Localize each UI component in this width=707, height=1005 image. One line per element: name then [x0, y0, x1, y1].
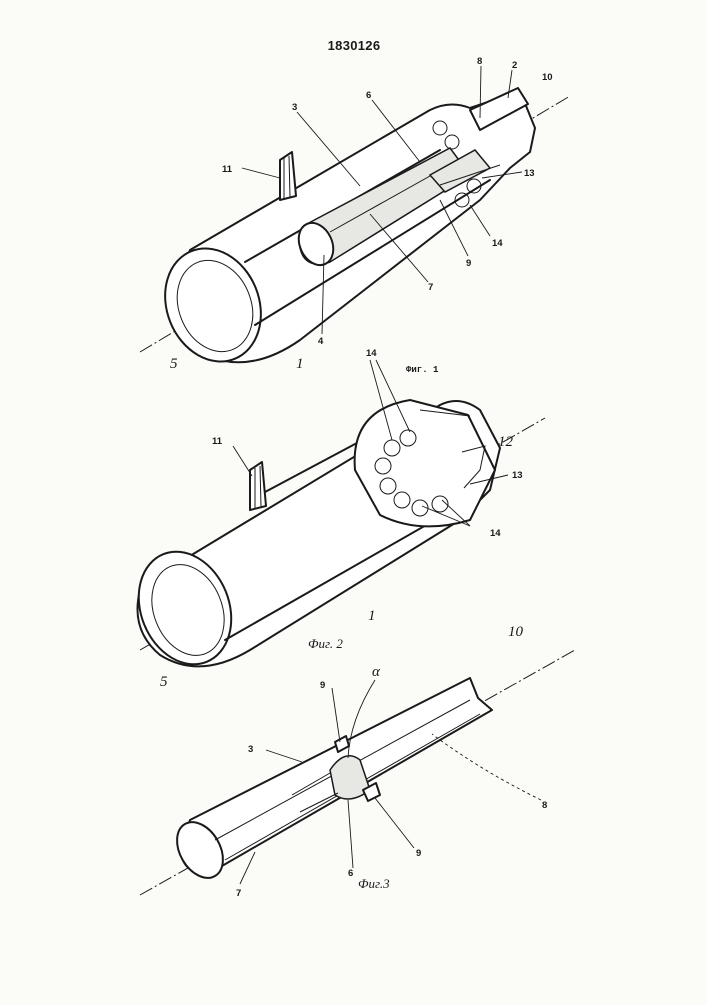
- fitting-11: [280, 152, 296, 200]
- fig3-label-9-bottom: 9: [416, 848, 421, 859]
- fig3-leader-9-bottom: [375, 798, 414, 848]
- fig1-label-2: 2: [512, 60, 517, 71]
- fig2-caption: Фиг. 2: [308, 636, 343, 651]
- fig3-leader-9-top: [332, 688, 340, 742]
- fig3-label-9-top: 9: [320, 680, 325, 691]
- document-number: 1830126: [309, 38, 399, 53]
- fig2-label-13: 13: [512, 470, 523, 481]
- fig3-label-alpha: α: [372, 664, 381, 680]
- fig1-label-7: 7: [428, 282, 433, 293]
- fig2-label-12: 12: [498, 434, 514, 450]
- fig2-fitting-11: [250, 462, 266, 510]
- fig1-label-6: 6: [366, 90, 371, 101]
- fig3-label-6: 6: [348, 868, 353, 879]
- figure-1: 11 3 6 8 2 10 13 14 9 7 4 5 1 Фиг. 1: [140, 56, 570, 376]
- fig3-leader-8: [432, 734, 541, 800]
- fig1-label-8: 8: [477, 56, 482, 67]
- fig2-label-14-bottom: 14: [490, 528, 501, 539]
- fig2-label-11: 11: [212, 436, 223, 447]
- fig2-label-14-top: 14: [366, 348, 377, 359]
- fig3-leader-6: [348, 800, 353, 868]
- fig1-label-1: 1: [296, 356, 304, 372]
- fig1-label-4: 4: [318, 336, 324, 347]
- fig3-leader-7: [240, 852, 255, 884]
- leader-11: [242, 168, 280, 178]
- fig1-caption: Фиг. 1: [406, 365, 439, 375]
- fig3-label-8: 8: [542, 800, 547, 811]
- figure-2: 11 14 12 13 14 1 5 Фиг. 2: [122, 348, 545, 690]
- fig3-caption: Фиг.3: [358, 876, 390, 891]
- fig1-label-9: 9: [466, 258, 471, 269]
- fig2-leader-11: [233, 446, 252, 476]
- fig1-label-14: 14: [492, 238, 503, 249]
- fig1-label-3: 3: [292, 102, 297, 113]
- fig1-label-10: 10: [542, 72, 553, 83]
- fig3-label-7: 7: [236, 888, 241, 899]
- fig2-label-1: 1: [368, 608, 376, 624]
- fig3-label-10: 10: [508, 624, 524, 640]
- leader-14: [470, 205, 490, 236]
- fig1-label-13: 13: [524, 168, 535, 179]
- fig3-leader-3: [266, 750, 302, 762]
- fig1-label-5: 5: [170, 356, 178, 372]
- fig2-label-5: 5: [160, 674, 168, 690]
- fig1-label-11: 11: [222, 164, 233, 175]
- fig3-label-3: 3: [248, 744, 253, 755]
